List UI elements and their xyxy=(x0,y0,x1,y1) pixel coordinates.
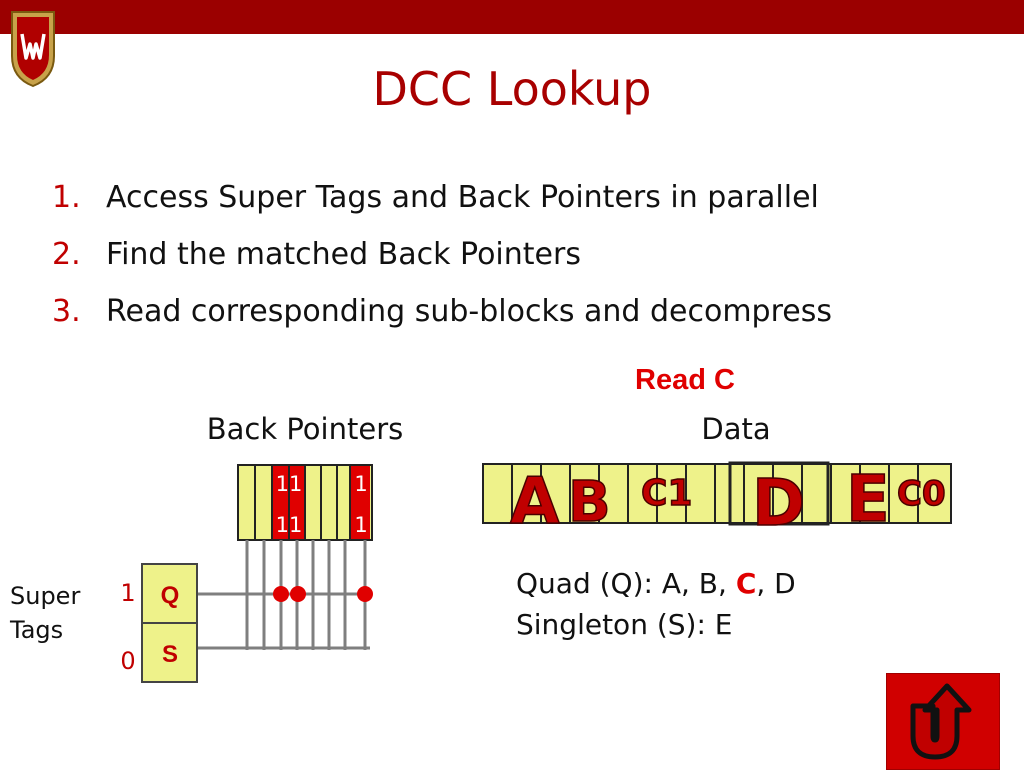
step-item: 1. Access Super Tags and Back Pointers in… xyxy=(52,180,832,237)
back-pointer-bits: 1 xyxy=(354,513,367,537)
step-item: 2. Find the matched Back Pointers xyxy=(52,237,832,294)
super-tag-index: 0 xyxy=(120,647,135,675)
super-tag-s: S xyxy=(162,641,178,668)
data-block-d: D xyxy=(752,467,805,541)
match-dot xyxy=(357,586,373,602)
super-tags-label: Super xyxy=(10,582,80,610)
super-tags-label: Tags xyxy=(9,616,63,644)
data-block-c1: C1 xyxy=(641,473,692,514)
match-dot xyxy=(290,586,306,602)
university-crest-logo xyxy=(11,11,55,88)
step-number: 1. xyxy=(52,180,81,215)
quad-legend: Quad (Q): A, B, C, D xyxy=(516,567,796,600)
back-pointers-label: Back Pointers xyxy=(207,412,404,446)
back-pointer-highlight xyxy=(350,466,370,539)
super-tag-q: Q xyxy=(161,582,180,609)
data-block-b: B xyxy=(568,470,611,535)
back-pointer-bits: 1 xyxy=(354,472,367,496)
super-tag-index: 1 xyxy=(120,579,135,607)
step-list: 1. Access Super Tags and Back Pointers in… xyxy=(52,180,832,351)
step-number: 3. xyxy=(52,294,81,329)
step-text: Find the matched Back Pointers xyxy=(106,237,581,272)
data-block-c0: C0 xyxy=(897,474,946,514)
back-pointer-bits: 11 xyxy=(276,513,303,537)
back-pointer-bits: 11 xyxy=(276,472,303,496)
slide-title: DCC Lookup xyxy=(372,62,652,116)
step-text: Access Super Tags and Back Pointers in p… xyxy=(106,180,819,215)
singleton-legend: Singleton (S): E xyxy=(516,608,732,641)
data-legend: Quad (Q): A, B, C, D Singleton (S): E xyxy=(516,567,796,641)
back-pointer-array: 11 11 1 1 xyxy=(237,464,373,541)
data-block-a: A xyxy=(510,465,560,539)
data-label: Data xyxy=(701,412,770,446)
top-banner xyxy=(0,0,1024,34)
data-array: A B C1 D E C0 xyxy=(482,461,952,542)
read-c-label: Read C xyxy=(635,364,735,396)
super-tags: Super Tags 1 0 Q S xyxy=(9,563,198,683)
match-dots xyxy=(273,586,373,602)
step-number: 2. xyxy=(52,237,81,272)
match-dot xyxy=(273,586,289,602)
step-text: Read corresponding sub-blocks and decomp… xyxy=(106,294,832,329)
return-icon xyxy=(910,683,972,760)
step-item: 3. Read corresponding sub-blocks and deco… xyxy=(52,294,832,351)
data-block-e: E xyxy=(846,463,890,537)
return-button[interactable] xyxy=(886,673,1000,770)
